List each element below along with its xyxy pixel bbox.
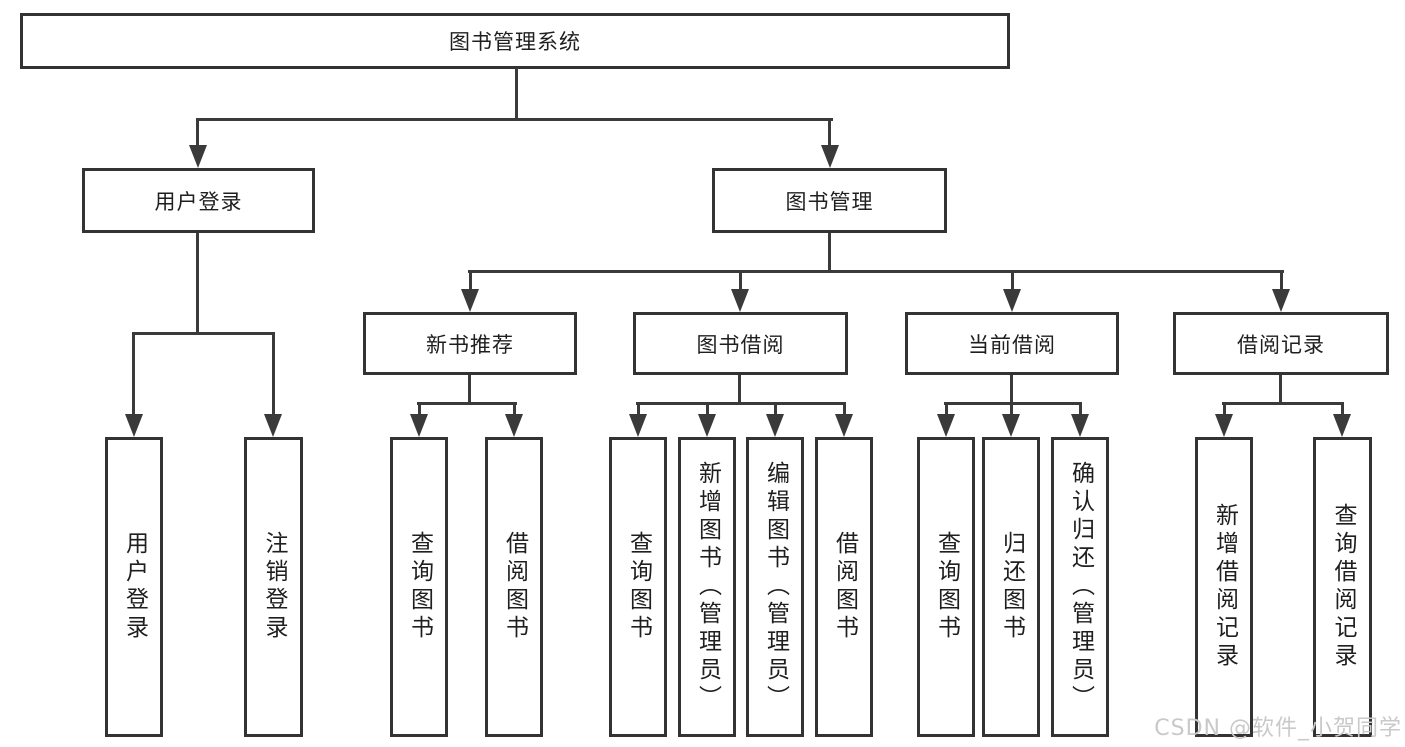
line-segment <box>1223 402 1226 417</box>
leaf-return-books: 归还图书 <box>982 437 1040 737</box>
arrowhead-down <box>189 145 207 168</box>
csdn-watermark: CSDN @软件_小贺同学 <box>1154 716 1402 741</box>
arrowhead-down <box>505 414 523 437</box>
line-segment <box>1011 270 1014 291</box>
arrowhead-down <box>766 414 784 437</box>
arrowhead-down <box>937 414 955 437</box>
arrowhead-down <box>264 414 282 437</box>
leaf-label: 借阅图书 <box>831 531 858 643</box>
leaf-add-borrow-record: 新增借阅记录 <box>1195 437 1253 737</box>
node-root-label: 图书管理系统 <box>449 30 581 54</box>
leaf-borrow-books-recommend: 借阅图书 <box>485 437 543 737</box>
line-segment <box>1079 402 1082 417</box>
leaf-label: 借阅图书 <box>501 531 528 643</box>
line-segment <box>1222 402 1344 405</box>
line-segment <box>272 332 275 416</box>
line-segment <box>196 118 833 121</box>
line-segment <box>515 68 518 120</box>
node-new-book-recommend-label: 新书推荐 <box>426 332 514 357</box>
leaf-label: 查询图书 <box>406 531 433 643</box>
node-current-borrowing-label: 当前借阅 <box>968 332 1056 357</box>
line-segment <box>196 233 199 335</box>
leaf-label: 新增借阅记录 <box>1211 503 1238 671</box>
node-user-login-label: 用户登录 <box>154 189 243 214</box>
arrowhead-down <box>1002 414 1020 437</box>
node-book-borrowing: 图书借阅 <box>633 312 848 375</box>
node-book-management: 图书管理 <box>712 168 947 233</box>
line-segment <box>468 375 471 405</box>
line-segment <box>944 402 1082 405</box>
line-segment <box>196 118 199 146</box>
line-segment <box>637 402 640 417</box>
arrowhead-down <box>835 414 853 437</box>
line-segment <box>469 270 472 291</box>
arrowhead-down <box>629 414 647 437</box>
arrowhead-down <box>821 145 839 168</box>
leaf-label: 确认归还（管理员） <box>1067 461 1094 713</box>
leaf-query-books-recommend: 查询图书 <box>390 437 448 737</box>
line-segment <box>1010 402 1013 417</box>
line-segment <box>418 402 421 417</box>
line-segment <box>774 402 777 417</box>
line-segment <box>1010 375 1013 405</box>
line-segment <box>828 233 831 273</box>
line-segment <box>417 402 517 405</box>
line-segment <box>843 402 846 417</box>
node-book-borrowing-label: 图书借阅 <box>696 332 785 357</box>
node-current-borrowing: 当前借阅 <box>905 312 1119 375</box>
leaf-label: 编辑图书（管理员） <box>762 461 789 713</box>
arrowhead-down <box>1215 414 1233 437</box>
line-segment <box>945 402 948 417</box>
leaf-query-books-current: 查询图书 <box>917 437 975 737</box>
node-new-book-recommend: 新书推荐 <box>363 312 577 375</box>
leaf-label: 查询借阅记录 <box>1330 503 1356 671</box>
line-segment <box>1279 375 1282 405</box>
leaf-label: 注销登录 <box>261 531 287 643</box>
arrowhead-down <box>461 289 479 312</box>
arrowhead-down <box>1272 289 1290 312</box>
node-borrow-records: 借阅记录 <box>1173 312 1389 375</box>
leaf-confirm-return-admin: 确认归还（管理员） <box>1051 437 1109 737</box>
line-segment <box>1341 402 1344 417</box>
arrowhead-down <box>731 289 749 312</box>
leaf-user-login: 用户登录 <box>105 437 163 737</box>
node-borrow-records-label: 借阅记录 <box>1237 332 1325 357</box>
leaf-query-borrow-record: 查询借阅记录 <box>1313 437 1372 737</box>
line-segment <box>132 332 135 416</box>
leaf-label: 查询图书 <box>625 531 652 643</box>
line-segment <box>1280 270 1283 291</box>
arrowhead-down <box>410 414 428 437</box>
node-user-login: 用户登录 <box>82 168 315 233</box>
leaf-edit-books-admin: 编辑图书（管理员） <box>746 437 804 737</box>
leaf-label: 查询图书 <box>933 531 960 643</box>
leaf-label: 新增图书（管理员） <box>694 461 721 713</box>
leaf-query-books-borrowing: 查询图书 <box>609 437 667 737</box>
arrowhead-down <box>1333 414 1351 437</box>
arrowhead-down <box>125 414 143 437</box>
leaf-add-books-admin: 新增图书（管理员） <box>678 437 736 737</box>
node-book-management-label: 图书管理 <box>785 189 874 214</box>
leaf-logout: 注销登录 <box>244 437 303 737</box>
line-segment <box>706 402 709 417</box>
leaf-label: 归还图书 <box>998 531 1025 643</box>
line-segment <box>513 402 516 417</box>
arrowhead-down <box>698 414 716 437</box>
line-segment <box>828 118 831 146</box>
arrowhead-down <box>1071 414 1089 437</box>
line-segment <box>738 375 741 405</box>
leaf-borrow-books: 借阅图书 <box>815 437 873 737</box>
arrowhead-down <box>1003 289 1021 312</box>
node-root: 图书管理系统 <box>20 13 1010 69</box>
line-segment <box>739 270 742 291</box>
line-segment <box>468 270 1284 273</box>
line-segment <box>636 402 846 405</box>
line-segment <box>132 332 275 335</box>
leaf-label: 用户登录 <box>121 531 148 643</box>
